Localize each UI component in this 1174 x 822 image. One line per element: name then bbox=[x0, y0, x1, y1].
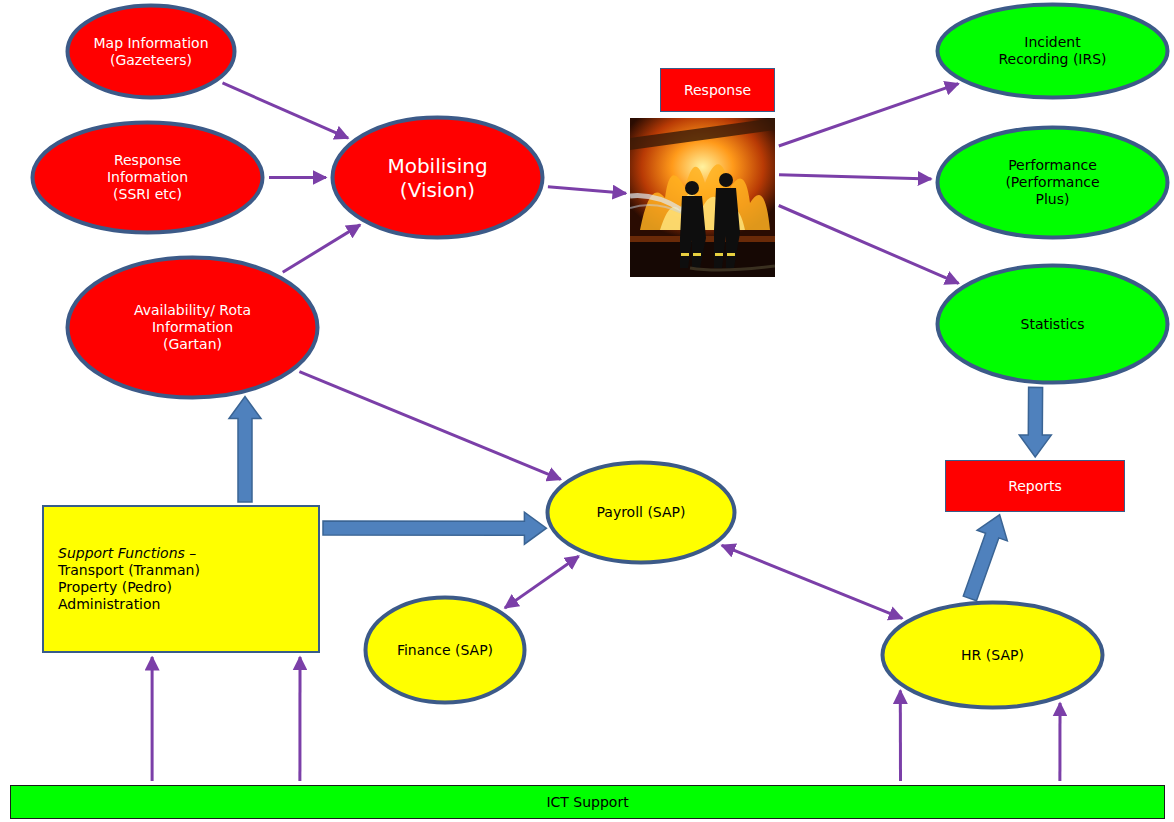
source-ellipse: Map Information (Gazeteers) bbox=[65, 3, 237, 100]
flow-arrow bbox=[779, 206, 959, 284]
source-ellipse: Availability/ Rota Information (Gartan) bbox=[65, 255, 320, 400]
node-label: Availability/ Rota Information (Gartan) bbox=[130, 302, 255, 352]
output-ellipse: Performance (Performance Plus) bbox=[935, 125, 1170, 240]
flow-arrow bbox=[1058, 703, 1061, 781]
flow-arrow bbox=[505, 556, 579, 608]
text-block: Statistics bbox=[935, 263, 1170, 385]
ellipse-outline bbox=[33, 123, 263, 233]
flow-arrow bbox=[779, 84, 959, 146]
text-block: Performance (Performance Plus) bbox=[935, 125, 1170, 240]
ellipse-outline bbox=[938, 266, 1168, 383]
reports-box: Reports bbox=[945, 460, 1125, 512]
text-block: ICT Support bbox=[11, 786, 1164, 818]
flow-arrow bbox=[283, 225, 360, 272]
ellipse-outline bbox=[68, 6, 235, 98]
ellipse-outline bbox=[366, 598, 525, 703]
block-arrow bbox=[323, 512, 546, 544]
node-label: Performance (Performance Plus) bbox=[997, 157, 1109, 207]
node-label: Statistics bbox=[1021, 316, 1085, 333]
text-block: Payroll (SAP) bbox=[545, 460, 737, 565]
output-ellipse: Incident Recording (IRS) bbox=[935, 2, 1170, 100]
flow-arrow bbox=[899, 691, 902, 782]
flow-arrow bbox=[269, 176, 326, 179]
response-group: Response bbox=[630, 68, 775, 277]
flow-arrow bbox=[722, 545, 902, 618]
node-label: Payroll (SAP) bbox=[596, 504, 685, 521]
ellipse-outline bbox=[938, 128, 1168, 238]
fire-photo bbox=[630, 118, 775, 277]
output-ellipse: Statistics bbox=[935, 263, 1170, 385]
text-block: Response Information (SSRI etc) bbox=[30, 120, 265, 235]
flow-arrow bbox=[223, 83, 349, 138]
hub-ellipse: Mobilising (Vision) bbox=[330, 115, 545, 240]
text-block: HR (SAP) bbox=[880, 600, 1105, 710]
node-label: Response Information (SSRI etc) bbox=[98, 152, 198, 202]
node-label: Reports bbox=[1008, 478, 1062, 495]
block-arrow bbox=[229, 397, 261, 502]
node-label: HR (SAP) bbox=[961, 647, 1024, 664]
ellipse-outline bbox=[883, 603, 1103, 708]
text-block: Incident Recording (IRS) bbox=[935, 2, 1170, 100]
system-ellipse: Payroll (SAP) bbox=[545, 460, 737, 565]
node-body: Transport (Tranman) Property (Pedro) Adm… bbox=[58, 562, 233, 612]
block-arrow bbox=[963, 515, 1007, 601]
response-label-box: Response bbox=[660, 68, 775, 112]
ellipse-outline bbox=[68, 258, 318, 398]
flow-arrow bbox=[298, 657, 301, 781]
flow-arrow bbox=[779, 175, 931, 179]
node-label: Response bbox=[684, 82, 751, 99]
text-block: Availability/ Rota Information (Gartan) bbox=[65, 255, 320, 400]
text-block: Map Information (Gazeteers) bbox=[65, 3, 237, 100]
node-label: Incident Recording (IRS) bbox=[988, 34, 1118, 68]
flow-arrow bbox=[151, 657, 154, 781]
source-ellipse: Response Information (SSRI etc) bbox=[30, 120, 265, 235]
system-ellipse: Finance (SAP) bbox=[363, 595, 527, 705]
ellipse-outline bbox=[548, 463, 735, 563]
node-label: Map Information (Gazeteers) bbox=[84, 35, 219, 69]
ict-band: ICT Support bbox=[10, 785, 1165, 819]
node-label: Mobilising (Vision) bbox=[370, 154, 505, 202]
block-arrow bbox=[1019, 387, 1051, 457]
ellipse-outline bbox=[333, 118, 543, 238]
flow-arrow bbox=[548, 187, 626, 194]
node-label: Finance (SAP) bbox=[397, 642, 493, 659]
text-block: Mobilising (Vision) bbox=[330, 115, 545, 240]
text-block: Finance (SAP) bbox=[363, 595, 527, 705]
node-label: ICT Support bbox=[546, 794, 628, 811]
support-box: Support Functions –Transport (Tranman) P… bbox=[42, 505, 320, 653]
ellipse-outline bbox=[938, 5, 1168, 98]
text-block: Reports bbox=[946, 461, 1124, 511]
system-ellipse: HR (SAP) bbox=[880, 600, 1105, 710]
node-label: Support Functions – bbox=[58, 545, 196, 562]
flow-arrow bbox=[299, 372, 560, 480]
text-block: Support Functions –Transport (Tranman) P… bbox=[44, 507, 318, 651]
